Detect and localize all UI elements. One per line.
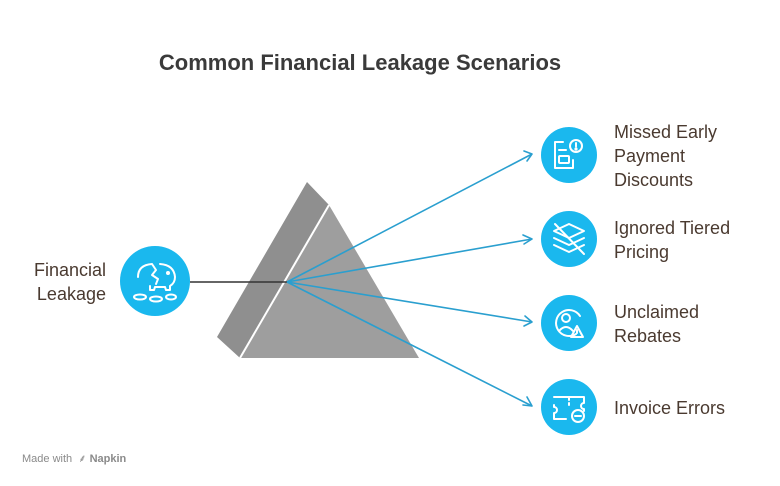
output-label-line: Payment <box>614 146 686 166</box>
output-label-line: Invoice Errors <box>614 398 726 418</box>
invoice-alert-icon <box>541 127 597 183</box>
arrowhead-3 <box>523 315 533 327</box>
page-title: Common Financial Leakage Scenarios <box>158 50 562 75</box>
output-label-tiered-pricing: Ignored Tiered Pricing <box>614 216 774 264</box>
arrow-to-invoice-errors <box>286 281 533 407</box>
output-label-line: Ignored Tiered <box>614 218 731 238</box>
output-arrows <box>286 153 533 407</box>
source-label: Financial Leakage <box>10 258 106 306</box>
output-label-line: Missed Early <box>614 122 718 142</box>
output-label-line: Unclaimed <box>614 302 700 322</box>
source-label-line: Financial <box>33 260 106 280</box>
output-label-line: Rebates <box>614 326 682 346</box>
napkin-logo-icon: ⸙ <box>75 453 87 465</box>
made-with-footer[interactable]: Made with ⸙ Napkin <box>22 451 126 466</box>
footer-brand: Napkin <box>89 453 127 465</box>
broken-piggy-bank-icon <box>120 246 190 316</box>
arrowhead-1 <box>523 150 533 162</box>
output-label-missed-discounts: Missed Early Payment Discounts <box>614 120 774 192</box>
arrow-to-unclaimed-rebates <box>286 281 533 323</box>
ticket-minus-icon <box>541 379 597 435</box>
person-warning-icon <box>541 295 597 351</box>
arrow-to-tiered-pricing <box>286 238 533 283</box>
footer-prefix: Made with <box>22 453 73 465</box>
prism-back-face <box>217 182 329 358</box>
arrowhead-2 <box>522 234 533 245</box>
prism-front-face <box>240 205 419 358</box>
layers-crossed-icon <box>541 211 597 267</box>
output-label-invoice-errors: Invoice Errors <box>614 396 774 420</box>
output-label-unclaimed-rebates: Unclaimed Rebates <box>614 300 774 348</box>
output-label-line: Discounts <box>614 170 694 190</box>
output-label-line: Pricing <box>614 242 670 262</box>
source-label-line: Leakage <box>36 284 106 304</box>
arrow-to-missed-discounts <box>286 153 533 283</box>
arrowhead-4 <box>522 396 533 407</box>
